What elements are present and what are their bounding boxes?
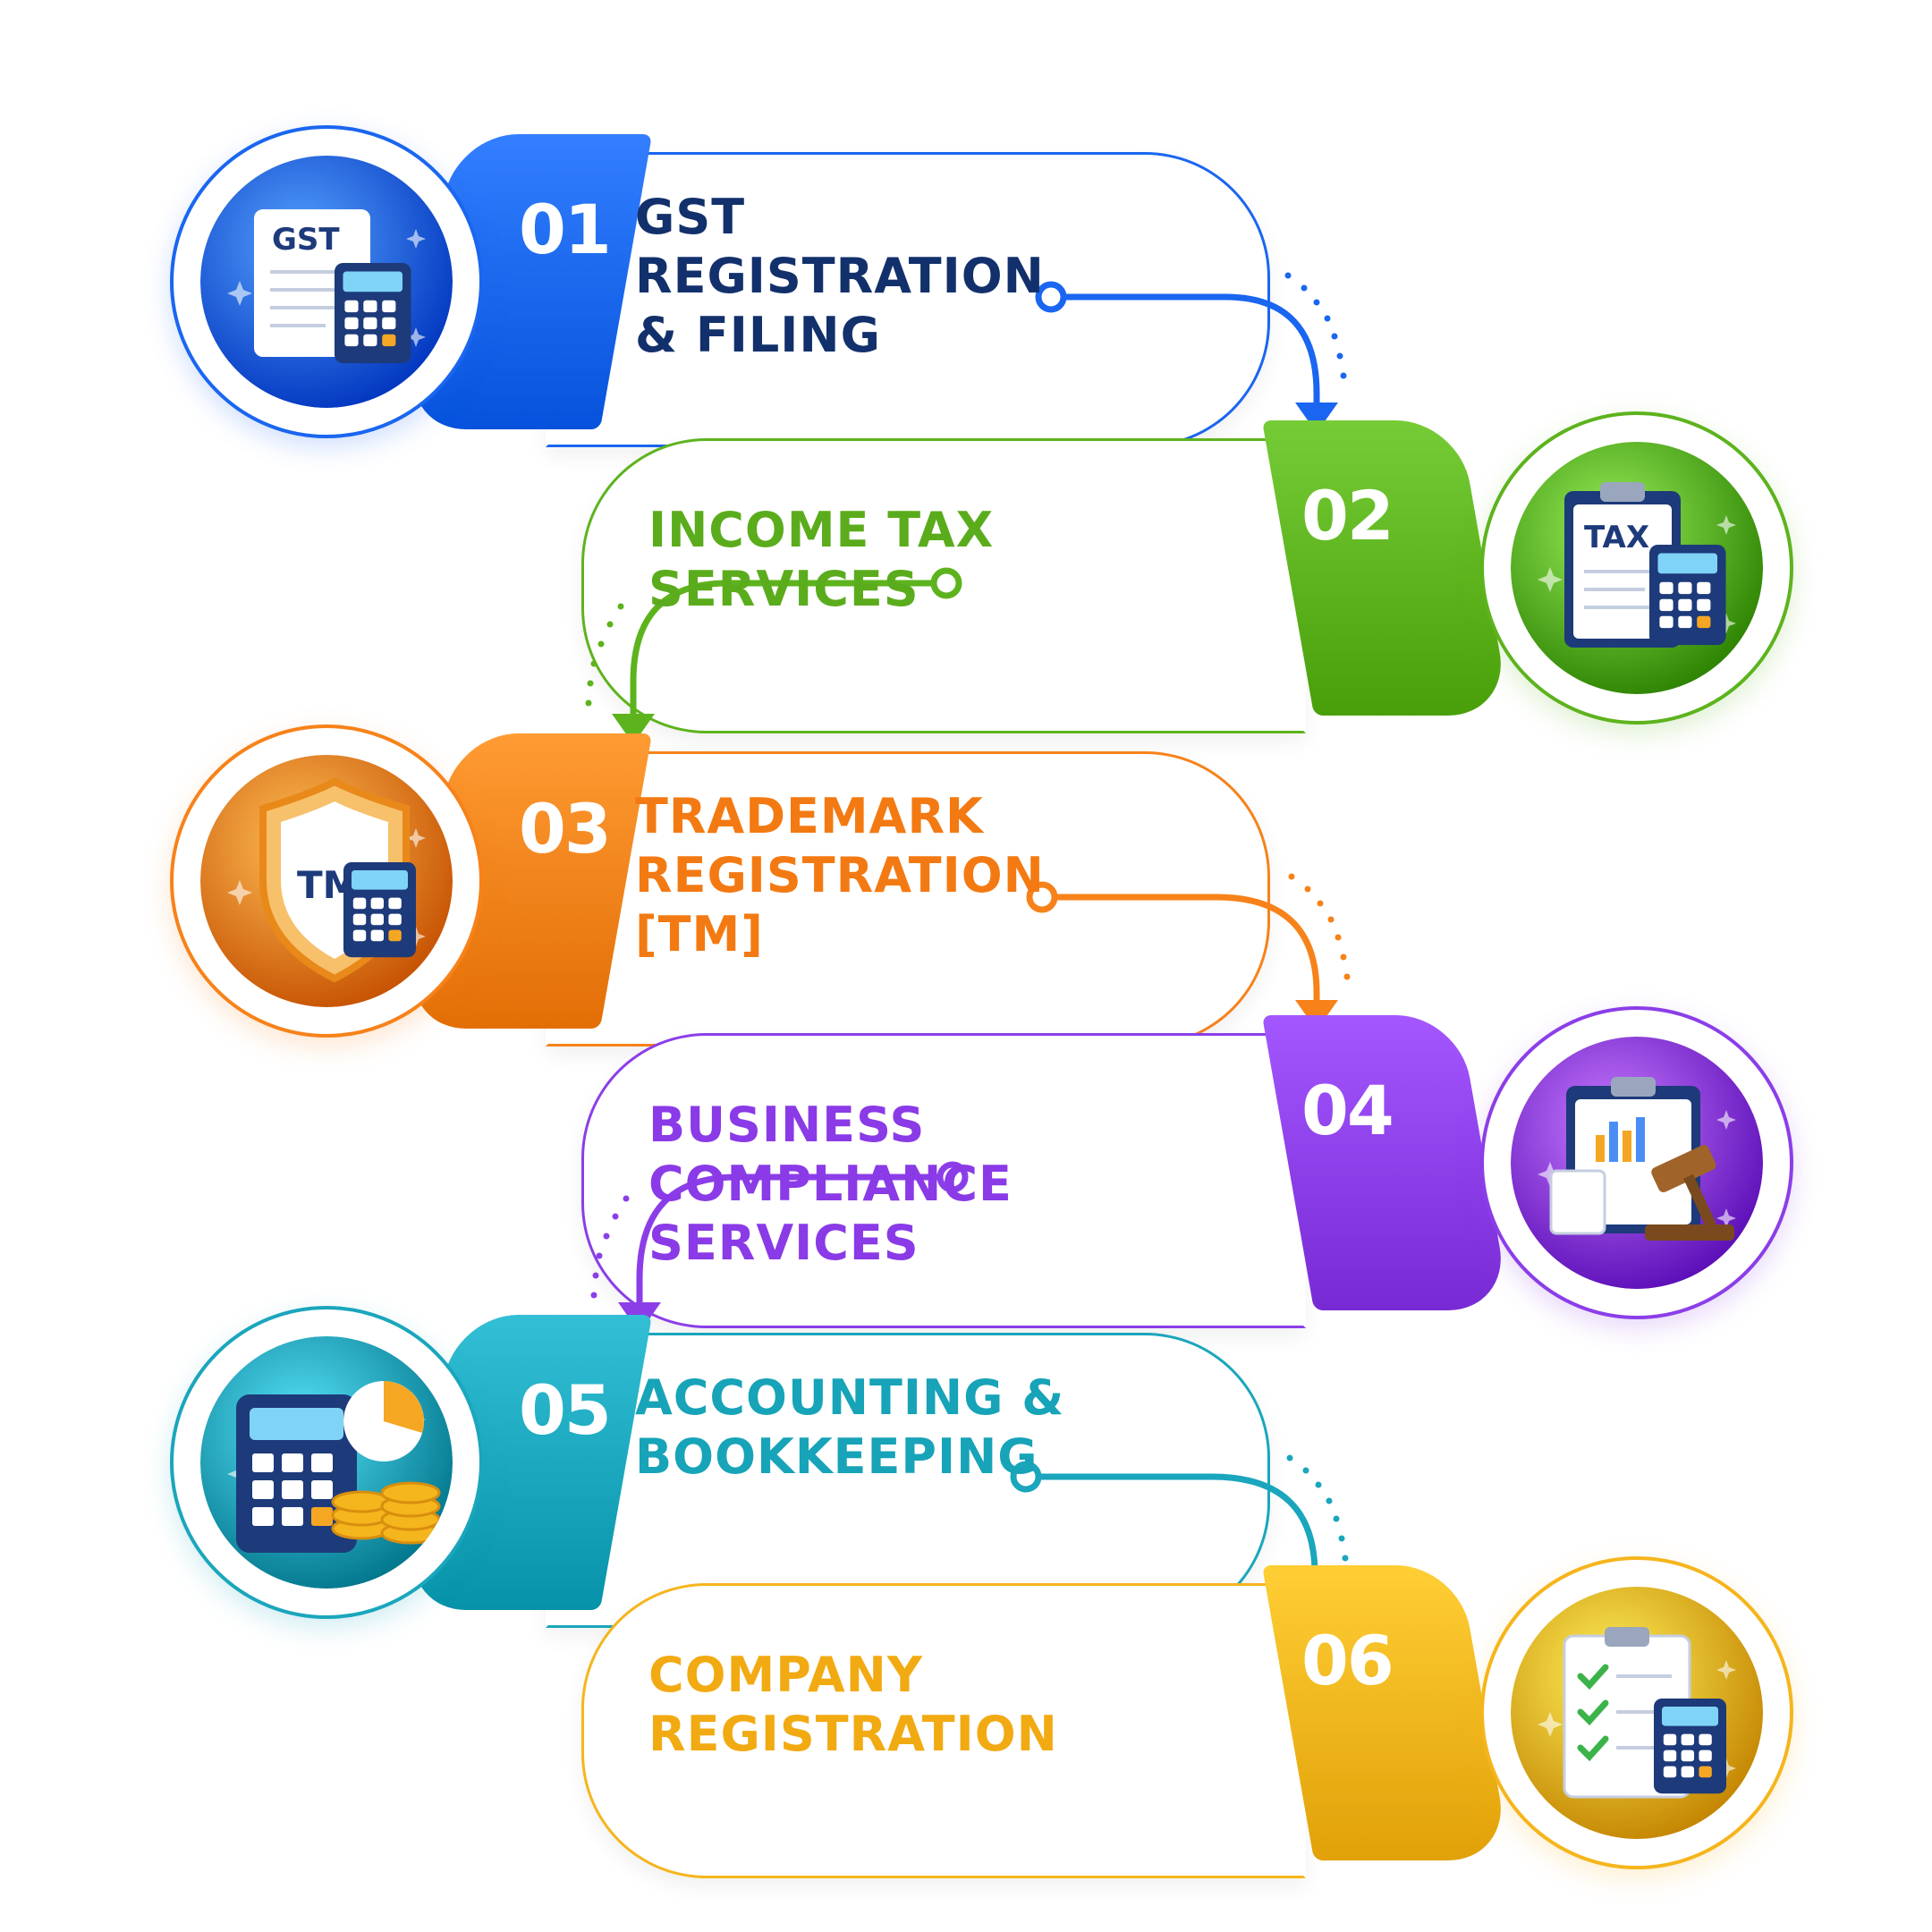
step-title-line: COMPLIANCE	[648, 1156, 1013, 1212]
step-number: 04	[1301, 1071, 1394, 1150]
step-title-line: SERVICES	[648, 1215, 919, 1271]
step-title-line: BOOKKEEPING	[635, 1428, 1038, 1485]
step-number: 06	[1301, 1621, 1394, 1700]
accounting-calculator-coins-icon	[200, 1336, 453, 1589]
step-title-line: REGISTRATION	[648, 1706, 1058, 1762]
step-icon-badge	[1480, 1006, 1793, 1319]
step-title-line: INCOME TAX	[648, 502, 995, 558]
icon-label: TAX	[1584, 520, 1649, 555]
gst-document-calculator-icon: GST	[200, 156, 453, 408]
step-title-line: ACCOUNTING &	[635, 1369, 1065, 1426]
step-title-line: SERVICES	[648, 561, 919, 617]
step-icon-badge: TAX	[1480, 411, 1793, 724]
trademark-shield-calculator-icon: TM	[200, 755, 453, 1007]
step-title-line: [TM]	[635, 906, 764, 962]
step-title-line: COMPANY	[648, 1647, 923, 1703]
step-number: 01	[519, 190, 612, 269]
service-step-05: 05 ACCOUNTING &BOOKKEEPING	[170, 1306, 1565, 1664]
step-title-line: REGISTRATION	[635, 248, 1045, 304]
step-icon-badge	[1480, 1556, 1793, 1869]
step-title-line: TRADEMARK	[635, 788, 984, 844]
step-title-line: BUSINESS	[648, 1097, 926, 1153]
tax-clipboard-calculator-icon: TAX	[1511, 442, 1763, 694]
compliance-clipboard-gavel-icon	[1511, 1037, 1763, 1289]
step-title-line: REGISTRATION	[635, 847, 1045, 903]
step-title: ACCOUNTING &BOOKKEEPING	[635, 1368, 1261, 1487]
step-number: 03	[519, 789, 612, 869]
company-checklist-calculator-icon	[1511, 1587, 1763, 1839]
step-number: 02	[1301, 476, 1394, 555]
step-icon-badge: TM	[170, 724, 483, 1038]
step-icon-badge: GST	[170, 125, 483, 438]
step-icon-badge	[170, 1306, 483, 1619]
step-card	[581, 1583, 1306, 1878]
step-title-line: & FILING	[635, 307, 881, 363]
icon-label: GST	[272, 222, 340, 258]
step-number: 05	[519, 1370, 612, 1450]
step-title-line: GST	[635, 189, 746, 245]
